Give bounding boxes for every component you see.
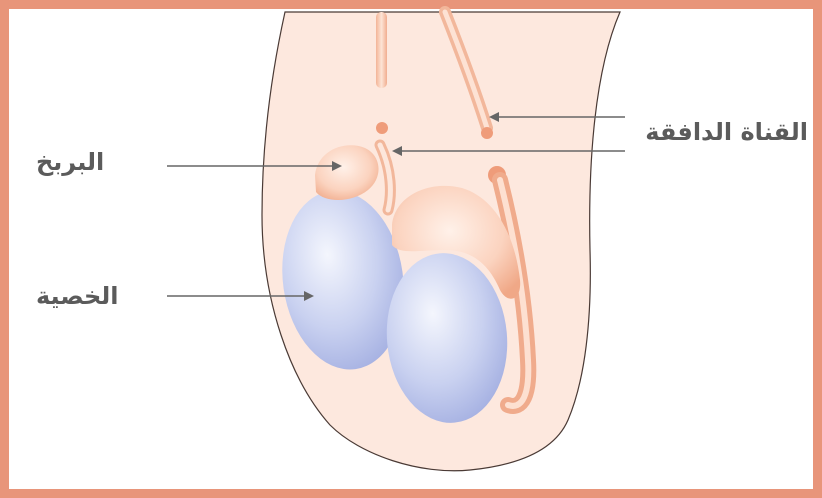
- vas-deferens-label: القناة الدافقة: [645, 120, 808, 144]
- testis-label: الخصية: [36, 284, 119, 308]
- epididymis-label: البربخ: [36, 150, 104, 174]
